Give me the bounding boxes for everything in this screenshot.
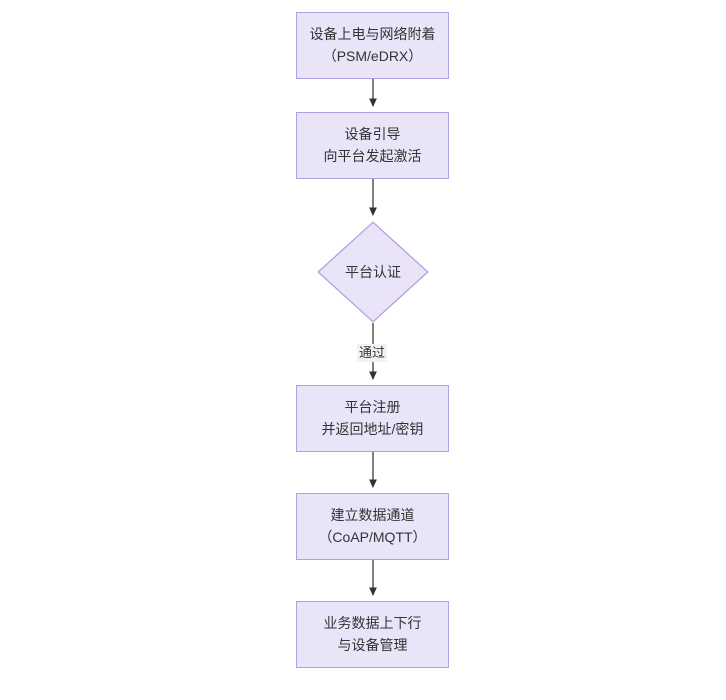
node-label-line: 业务数据上下行 — [323, 614, 422, 631]
node-label-line: 设备上电与网络附着 — [309, 25, 436, 42]
node-label-line: 平台认证 — [345, 264, 401, 280]
edge-label-pass: 通过 — [357, 344, 388, 362]
node-label-line: 平台注册 — [344, 398, 401, 415]
node-establish-data-channel[interactable]: 建立数据通道 （CoAP/MQTT） — [296, 493, 449, 560]
node-label-line: 向平台发起激活 — [323, 147, 422, 164]
diamond-shape — [317, 221, 429, 323]
node-label-line: 与设备管理 — [337, 636, 408, 653]
node-device-power-on[interactable]: 设备上电与网络附着 （PSM/eDRX） — [296, 12, 449, 79]
node-label-line: （PSM/eDRX） — [322, 47, 423, 64]
node-platform-auth-decision[interactable]: 平台认证 — [317, 221, 429, 323]
node-platform-register[interactable]: 平台注册 并返回地址/密钥 — [296, 385, 449, 452]
node-label-line: （CoAP/MQTT） — [318, 528, 427, 545]
node-business-data-and-device-management[interactable]: 业务数据上下行 与设备管理 — [296, 601, 449, 668]
node-device-bootstrap[interactable]: 设备引导 向平台发起激活 — [296, 112, 449, 179]
node-label-line: 设备引导 — [344, 125, 401, 142]
node-label-line: 并返回地址/密钥 — [321, 420, 424, 437]
node-label-line: 建立数据通道 — [330, 506, 415, 523]
